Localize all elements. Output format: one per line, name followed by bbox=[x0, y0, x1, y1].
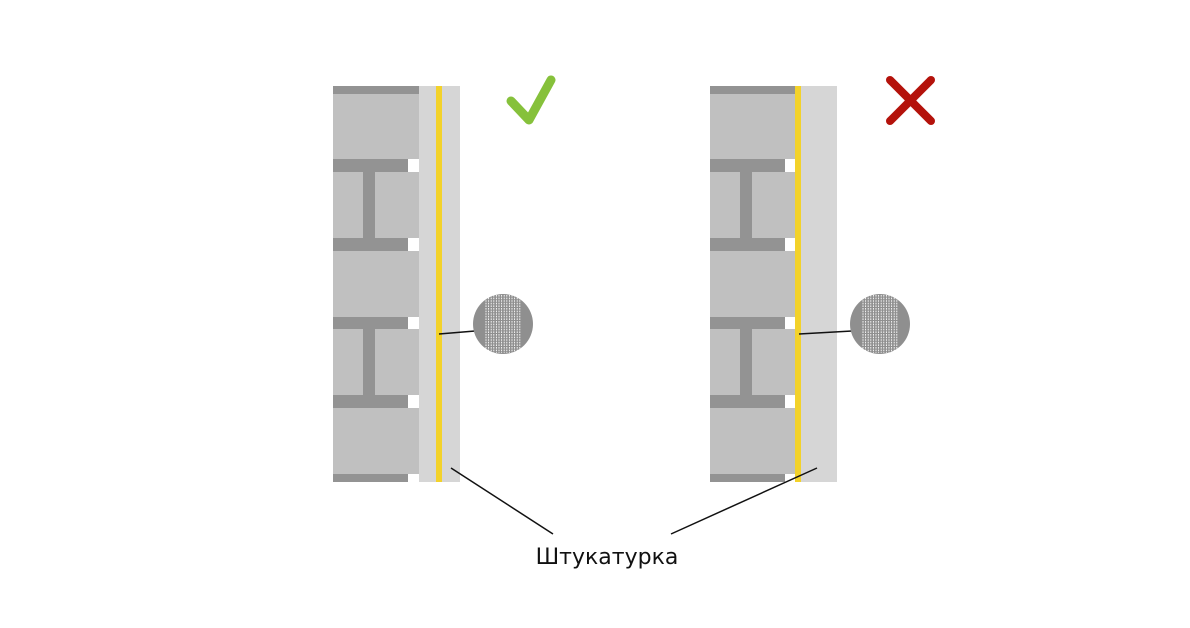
brick bbox=[333, 408, 419, 474]
mesh-callout-right bbox=[798, 294, 910, 354]
brick-wall-right bbox=[710, 86, 796, 482]
mesh-leader-line bbox=[798, 330, 853, 335]
mortar-gap bbox=[408, 474, 419, 482]
mesh-circle bbox=[473, 294, 533, 354]
mortar-gap bbox=[408, 317, 419, 329]
mortar-gap bbox=[785, 159, 796, 172]
mortar-gap bbox=[408, 395, 419, 408]
brick bbox=[710, 94, 796, 159]
wrong-panel bbox=[670, 76, 935, 535]
plaster-layer-right bbox=[796, 86, 837, 482]
brick bbox=[710, 172, 740, 238]
mesh-line-right bbox=[795, 86, 801, 482]
mortar-gap bbox=[785, 238, 796, 251]
mortar-gap bbox=[785, 317, 796, 329]
brick bbox=[333, 172, 363, 238]
mesh-leader-line bbox=[438, 330, 476, 335]
brick bbox=[333, 329, 363, 395]
plaster-leader-line-left bbox=[450, 467, 554, 535]
mortar-gap bbox=[785, 395, 796, 408]
brick bbox=[333, 251, 419, 317]
brick bbox=[375, 329, 419, 395]
brick-wall-left bbox=[333, 86, 419, 482]
cross-icon bbox=[886, 76, 935, 125]
brick bbox=[710, 408, 796, 474]
checkmark-icon bbox=[506, 75, 556, 125]
mortar-gap bbox=[785, 474, 796, 482]
mesh-callout-left bbox=[438, 294, 533, 354]
mesh-grid-icon bbox=[485, 295, 521, 353]
mortar-gap bbox=[408, 238, 419, 251]
plaster-leader-line-right bbox=[670, 467, 818, 535]
plaster-label: Штукатурка bbox=[536, 545, 679, 570]
correct-panel bbox=[333, 75, 556, 535]
mesh-line-left bbox=[436, 86, 442, 482]
brick bbox=[752, 329, 796, 395]
mesh-grid-icon bbox=[862, 295, 898, 353]
mortar-gap bbox=[408, 159, 419, 172]
mesh-circle bbox=[850, 294, 910, 354]
brick bbox=[710, 329, 740, 395]
brick bbox=[333, 94, 419, 159]
brick bbox=[752, 172, 796, 238]
brick bbox=[710, 251, 796, 317]
brick bbox=[375, 172, 419, 238]
